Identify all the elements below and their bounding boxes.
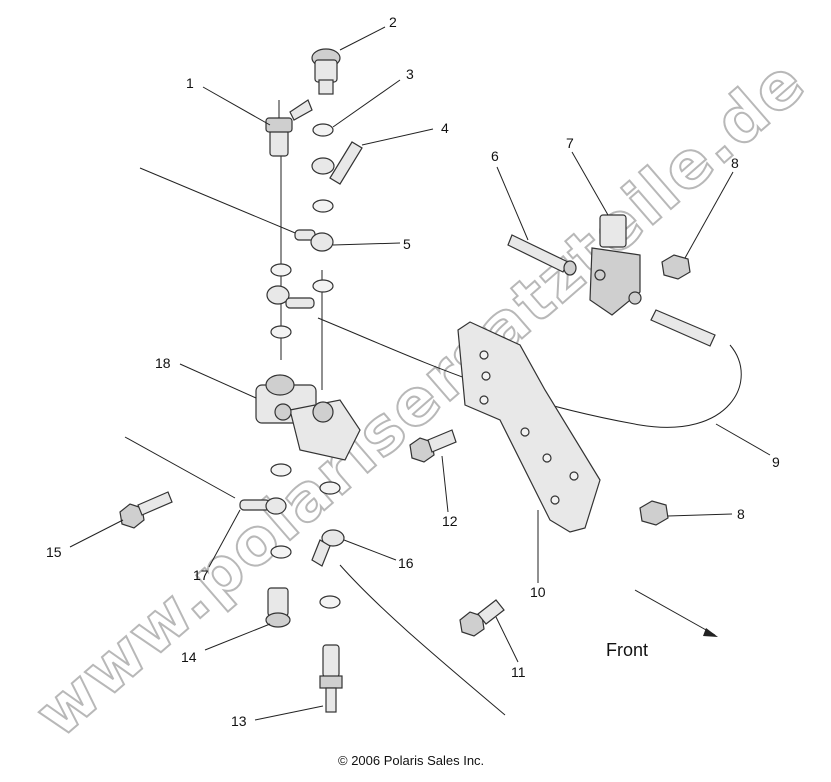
callout-10: 10 (530, 584, 546, 600)
watermark: www.polarisersatzteile.de (22, 45, 820, 752)
callout-16: 16 (398, 555, 414, 571)
leader-8-upper (684, 171, 734, 259)
callout-7: 7 (566, 135, 574, 151)
leader-8-lower (667, 513, 733, 517)
leader-line-17 (124, 436, 236, 499)
callout-8-lower: 8 (737, 506, 745, 522)
washer-d (270, 325, 292, 339)
hose-end-part-4 (311, 141, 363, 185)
callout-18: 18 (155, 355, 171, 371)
banjo-fitting-part-5 (294, 229, 334, 252)
bolt-part-12 (409, 429, 457, 463)
brake-line-9 (317, 317, 742, 428)
front-arrow-line (634, 589, 716, 636)
banjo-fitting-part-16 (311, 529, 345, 567)
washer-b (312, 279, 334, 293)
banjo-fitting-part-17 (239, 497, 287, 515)
leader-5 (332, 242, 401, 246)
brake-line-lower (339, 564, 506, 716)
leader-12 (441, 455, 449, 513)
bolt-part-11 (459, 599, 505, 637)
leader-14 (204, 623, 271, 651)
washer-3 (312, 123, 334, 137)
leader-13 (254, 705, 324, 721)
callout-12: 12 (442, 513, 458, 529)
leader-15 (69, 519, 124, 548)
callout-6: 6 (491, 148, 499, 164)
leader-6 (496, 166, 529, 241)
bolt-part-15 (119, 491, 173, 529)
leader-3 (332, 79, 401, 128)
leader-16 (343, 539, 397, 561)
callout-4: 4 (441, 120, 449, 136)
leader-line-5 (139, 167, 301, 236)
banjo-fitting-upper (266, 285, 315, 309)
callout-9: 9 (772, 454, 780, 470)
leader-2 (339, 26, 386, 51)
valve-part-7 (589, 214, 642, 316)
washer-e (270, 463, 292, 477)
leader-7 (571, 151, 609, 216)
washer-a (312, 199, 334, 213)
callout-15: 15 (46, 544, 62, 560)
fitting-part-13 (319, 644, 343, 713)
hose-end-right (650, 309, 716, 347)
callout-14: 14 (181, 649, 197, 665)
washer-c (270, 263, 292, 277)
callout-5: 5 (403, 236, 411, 252)
leader-4 (361, 128, 434, 146)
callout-13: 13 (231, 713, 247, 729)
nut-part-8-upper (661, 254, 691, 280)
washer-h (319, 595, 341, 609)
callout-3: 3 (406, 66, 414, 82)
callout-8-upper: 8 (731, 155, 739, 171)
banjo-bolt-part-2 (311, 48, 341, 95)
leader-1 (202, 86, 271, 126)
bolt-part-14 (265, 587, 291, 628)
nut-part-8-lower (639, 500, 669, 526)
leader-9 (715, 423, 771, 456)
washer-f (270, 545, 292, 559)
callout-2: 2 (389, 14, 397, 30)
brake-switch-part-1 (265, 99, 313, 157)
bracket-part-10 (457, 321, 601, 533)
callout-1: 1 (186, 75, 194, 91)
fitting-part-6 (507, 234, 577, 276)
washer-g (319, 481, 341, 495)
leader-11 (495, 616, 519, 663)
callout-17: 17 (193, 567, 209, 583)
proportioning-valve-part-18 (255, 374, 361, 461)
front-label: Front (606, 640, 648, 660)
copyright-text: © 2006 Polaris Sales Inc. (338, 753, 484, 768)
leader-18 (179, 363, 257, 399)
leader-17 (208, 509, 241, 568)
callout-11: 11 (511, 664, 526, 680)
front-arrow-head (703, 628, 718, 637)
